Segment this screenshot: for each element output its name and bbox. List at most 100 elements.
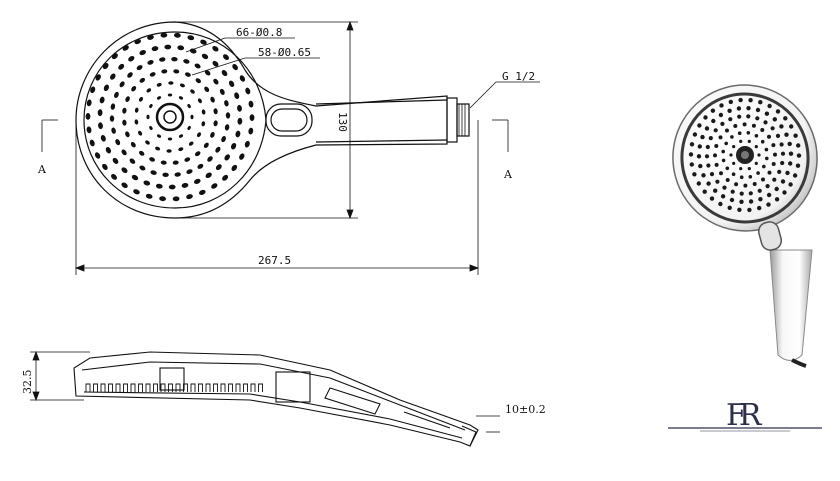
photo-spray-hole bbox=[775, 109, 781, 114]
section-rib bbox=[108, 383, 113, 392]
spray-hole bbox=[122, 45, 129, 51]
photo-spray-hole bbox=[710, 108, 716, 113]
spray-hole bbox=[149, 125, 153, 131]
photo-spray-hole bbox=[748, 175, 753, 179]
section-rib bbox=[130, 383, 136, 392]
photo-spray-hole bbox=[714, 144, 719, 148]
photo-spray-hole bbox=[756, 171, 760, 175]
spray-hole bbox=[168, 184, 176, 190]
spray-hole bbox=[134, 39, 141, 45]
spray-hole bbox=[149, 103, 153, 109]
spray-hole bbox=[201, 121, 206, 127]
spray-hole bbox=[122, 119, 127, 126]
spray-hole bbox=[127, 72, 133, 78]
spray-hole bbox=[98, 122, 103, 130]
spray-hole bbox=[194, 63, 201, 69]
spray-hole bbox=[139, 165, 146, 171]
photo-spray-hole bbox=[772, 117, 777, 122]
side-thickness-dimension: 32.5 bbox=[21, 370, 34, 395]
spray-hole bbox=[212, 45, 219, 52]
photo-spray-hole bbox=[743, 183, 748, 188]
spray-hole bbox=[149, 72, 156, 77]
photo-spray-hole bbox=[731, 172, 736, 176]
photo-spray-hole bbox=[771, 162, 776, 166]
spray-hole bbox=[168, 81, 174, 85]
spray-hole bbox=[139, 150, 145, 156]
spray-hole bbox=[200, 39, 207, 45]
spray-hole bbox=[150, 170, 157, 175]
photo-spray-hole bbox=[795, 163, 801, 168]
photo-spray-hole bbox=[748, 98, 753, 103]
photo-spray-hole bbox=[754, 145, 758, 149]
photo-spray-hole bbox=[796, 153, 802, 158]
spray-hole bbox=[160, 160, 167, 165]
photo-spray-hole bbox=[739, 167, 743, 171]
photo-spray-hole bbox=[713, 153, 717, 158]
photo-spray-hole bbox=[737, 207, 742, 212]
spray-hole bbox=[89, 139, 95, 147]
section-rib bbox=[250, 383, 256, 392]
photo-spray-hole bbox=[764, 111, 770, 116]
spray-hole bbox=[156, 82, 162, 87]
spray-hole bbox=[159, 57, 166, 62]
photo-spray-hole bbox=[747, 167, 751, 171]
photo-spray-hole bbox=[767, 103, 772, 109]
photo-spray-hole bbox=[715, 179, 720, 184]
spray-hole bbox=[85, 113, 91, 120]
height-dimension: 130 bbox=[336, 112, 349, 132]
photo-spray-hole bbox=[782, 190, 787, 195]
side-dimensions bbox=[30, 350, 500, 433]
spray-hole bbox=[215, 164, 222, 171]
photo-spray-hole bbox=[718, 135, 723, 140]
spray-hole bbox=[111, 127, 116, 134]
spray-hole bbox=[167, 137, 173, 141]
outlet-dimension: 10±0.2 bbox=[505, 403, 546, 416]
spray-hole bbox=[230, 142, 237, 150]
photo-spray-hole bbox=[758, 100, 763, 105]
spray-hole bbox=[184, 157, 191, 162]
spray-hole bbox=[201, 53, 209, 60]
spray-hole bbox=[97, 109, 103, 117]
spray-hole bbox=[149, 157, 155, 162]
product-photo bbox=[672, 84, 818, 368]
photo-spray-hole bbox=[727, 108, 732, 114]
spray-hole bbox=[197, 163, 204, 169]
section-label-left: A bbox=[37, 163, 47, 176]
photo-spray-hole bbox=[689, 162, 694, 167]
spray-hole bbox=[221, 136, 226, 143]
photo-spray-hole bbox=[709, 172, 715, 177]
spray-hole bbox=[190, 114, 194, 120]
spray-hole bbox=[130, 141, 136, 148]
spray-hole bbox=[173, 69, 180, 74]
spray-hole bbox=[147, 60, 154, 65]
photo-spray-hole bbox=[771, 143, 776, 148]
photo-spray-hole bbox=[747, 139, 751, 143]
spray-hole bbox=[221, 70, 228, 77]
spray-hole bbox=[134, 119, 139, 125]
spray-hole bbox=[210, 132, 215, 138]
spray-hole bbox=[90, 86, 96, 94]
spray-hole bbox=[183, 59, 190, 64]
photo-spray-hole bbox=[761, 177, 765, 182]
photo-spray-hole bbox=[755, 107, 761, 113]
photo-spray-hole bbox=[697, 123, 702, 128]
spray-hole bbox=[179, 83, 185, 88]
spray-hole bbox=[162, 172, 169, 178]
spray-hole bbox=[196, 132, 202, 138]
spray-hole bbox=[190, 89, 195, 94]
photo-spray-hole bbox=[788, 182, 793, 187]
spray-hole bbox=[164, 44, 172, 50]
spray-hole bbox=[249, 114, 255, 121]
photo-spray-hole bbox=[702, 189, 707, 194]
spray-hole bbox=[121, 149, 127, 156]
spray-hole bbox=[110, 103, 116, 110]
section-label-right: A bbox=[503, 168, 513, 181]
spray-hole bbox=[145, 193, 153, 199]
photo-spray-hole bbox=[783, 116, 788, 121]
photo-spray-hole bbox=[713, 188, 718, 193]
mode-button bbox=[265, 103, 313, 137]
photo-spray-hole bbox=[765, 156, 769, 161]
front-dimensions bbox=[41, 20, 540, 275]
spray-hole bbox=[156, 96, 162, 100]
section-rib bbox=[145, 383, 151, 392]
